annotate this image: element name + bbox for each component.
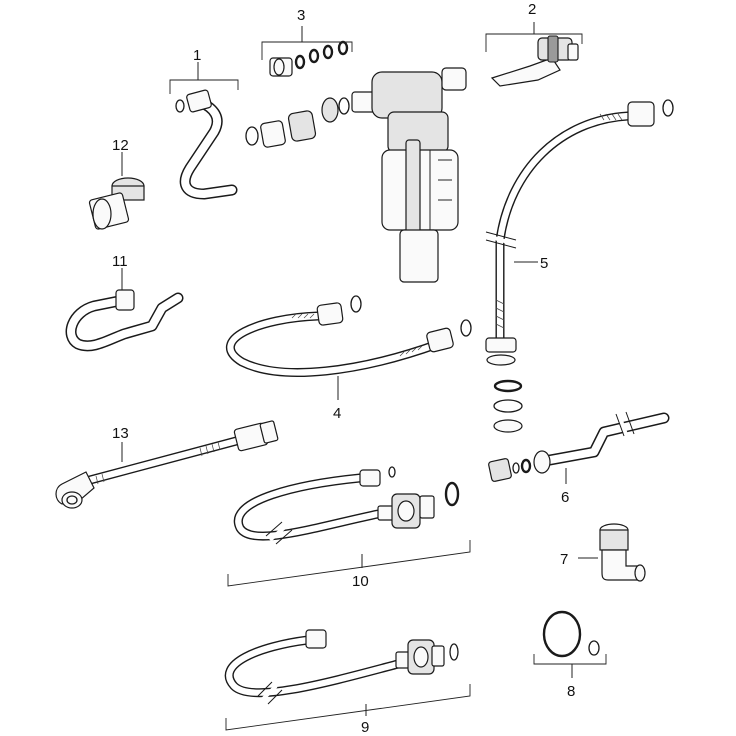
part-13-elbow-hose	[55, 420, 279, 509]
part-5-long-hose	[485, 99, 674, 433]
part-4-flex-hose	[226, 295, 472, 377]
part-3-fittings	[269, 40, 349, 77]
callout-6: 6	[561, 489, 569, 506]
part-8-orings	[542, 610, 600, 658]
part-10-union-hose	[233, 466, 460, 545]
bracket-10	[227, 540, 471, 587]
bracket-3	[261, 41, 353, 60]
callout-10: 10	[352, 573, 369, 590]
callout-4: 4	[333, 405, 341, 422]
part-12-connector	[88, 177, 145, 230]
callout-13: 13	[112, 425, 129, 442]
part-1-bent-pipe	[175, 89, 238, 200]
part-9-union-hose	[224, 629, 459, 705]
callout-7: 7	[560, 551, 568, 568]
callout-11: 11	[112, 253, 128, 270]
callout-9: 9	[361, 719, 369, 736]
part-2-clip	[490, 35, 579, 87]
part-6-pipe-connector	[488, 411, 670, 482]
bracket-9	[225, 684, 471, 731]
bracket-8	[533, 654, 607, 665]
fill-valve-assembly	[245, 67, 467, 283]
callout-8: 8	[567, 683, 575, 700]
callout-5: 5	[540, 255, 548, 272]
part-7-elbow	[599, 523, 646, 582]
bracket-1	[169, 79, 239, 94]
callout-12: 12	[112, 137, 129, 154]
callout-2: 2	[528, 1, 536, 18]
callout-1: 1	[193, 47, 201, 64]
part-11-loop-pipe	[65, 289, 184, 352]
callout-3: 3	[297, 7, 305, 24]
